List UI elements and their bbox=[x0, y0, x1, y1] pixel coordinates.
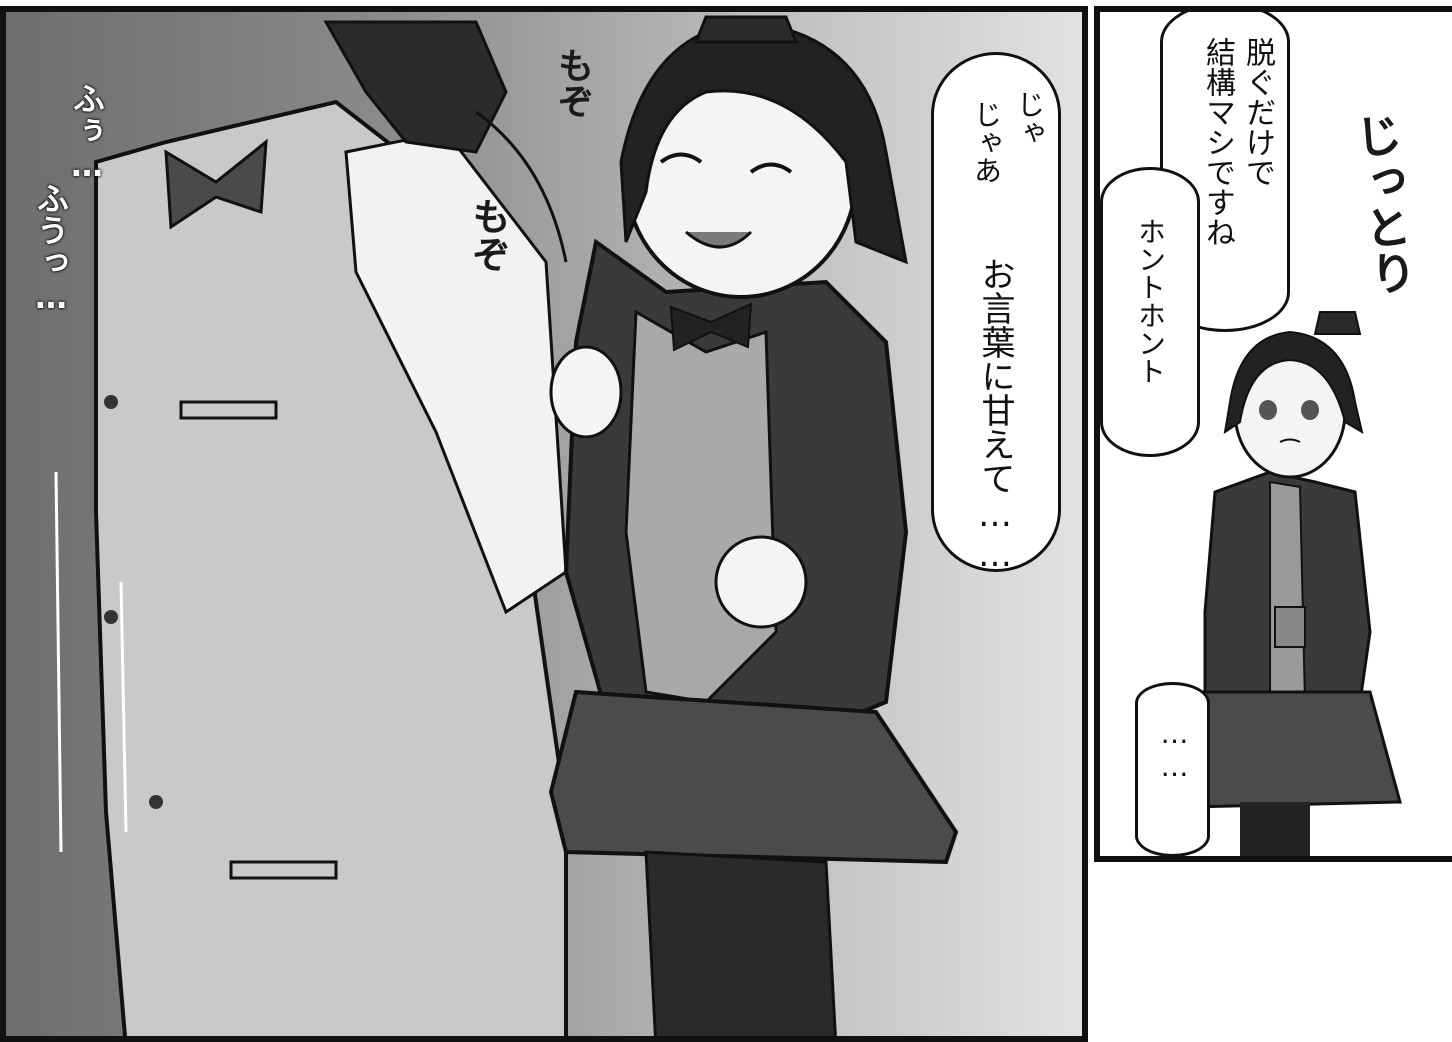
girl-hair bbox=[619, 20, 908, 265]
tall-person-bowtie bbox=[164, 138, 268, 230]
tall-person-sleeve bbox=[344, 130, 568, 615]
speech-bubble-ellipsis bbox=[1135, 682, 1210, 856]
panel-right-illustration bbox=[1188, 311, 1402, 856]
manga-panel-right: 脱ぐだけで 結構マシですね ホントホント …… じっとり bbox=[1094, 6, 1452, 862]
speech-text-ja: じゃ bbox=[1013, 90, 1046, 146]
panel-left-illustration bbox=[54, 15, 959, 1036]
speech-text-kekkou: 結構マシですね bbox=[1200, 37, 1235, 247]
speech-text-nugudakede: 脱ぐだけで bbox=[1240, 37, 1275, 187]
speech-text-jaa: じゃあ bbox=[970, 100, 1003, 184]
sfx-mozo-mid: もぞ bbox=[466, 197, 510, 273]
sfx-fuu-a: ふぅ… bbox=[68, 82, 106, 184]
speech-bubble-honto bbox=[1100, 167, 1200, 457]
speech-text-hontohonto: ホントホント bbox=[1134, 217, 1167, 385]
sfx-mozo-top: もぞ bbox=[552, 47, 593, 119]
speech-text-ellipsis: …… bbox=[1158, 717, 1191, 783]
manga-panel-left: じゃ じゃあ お言葉に甘えて…… もぞ もぞ ふぅ… ふうっ… bbox=[0, 6, 1088, 1042]
speech-text-okotoba: お言葉に甘えて…… bbox=[975, 257, 1015, 575]
speech-bubble-left bbox=[931, 52, 1061, 572]
sfx-fuu-b: ふうっ… bbox=[32, 182, 70, 316]
girl-skirt bbox=[548, 689, 959, 865]
girl-vest bbox=[624, 309, 778, 704]
